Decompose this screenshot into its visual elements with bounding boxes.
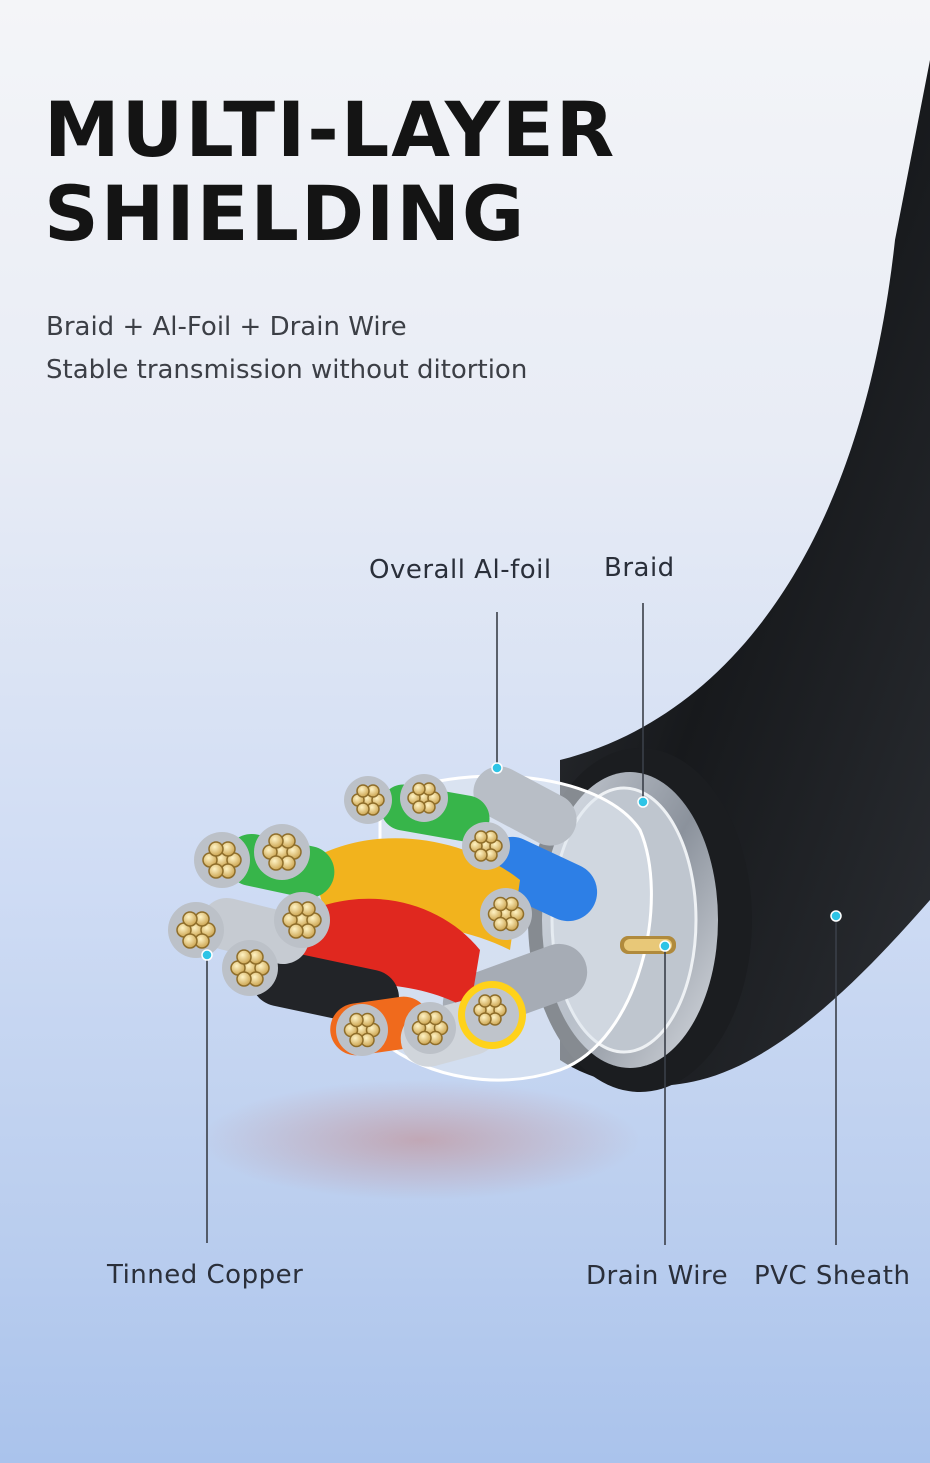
- callout-drain-wire: Drain Wire: [586, 1261, 729, 1291]
- title-line-2: SHIELDING: [44, 169, 527, 258]
- title-line-1: MULTI-LAYER: [44, 85, 617, 174]
- subtitle-line-1: Braid + Al-Foil + Drain Wire: [46, 312, 407, 342]
- callout-leaders: [206, 603, 837, 1245]
- subtitle-line-2: Stable transmission without ditortion: [46, 355, 528, 385]
- dot-tinned-copper: [201, 949, 213, 961]
- dot-pvc-sheath: [830, 910, 842, 922]
- tinned-copper-strands: [168, 774, 532, 1056]
- insulated-conductors: [200, 766, 598, 1067]
- subtitle: Braid + Al-Foil + Drain Wire Stable tran…: [46, 306, 527, 392]
- callout-pvc-sheath: PVC Sheath: [754, 1261, 911, 1291]
- callout-overall-al-foil: Overall Al-foil: [369, 555, 552, 585]
- cable-shadow: [200, 1080, 640, 1200]
- dot-drain-wire: [659, 940, 671, 952]
- dot-braid: [637, 796, 649, 808]
- callout-tinned-copper: Tinned Copper: [107, 1260, 304, 1290]
- callout-braid: Braid: [604, 553, 675, 583]
- callout-dots: [201, 762, 842, 961]
- dot-overall-al-foil: [491, 762, 503, 774]
- page-title: MULTI-LAYER SHIELDING: [44, 88, 616, 256]
